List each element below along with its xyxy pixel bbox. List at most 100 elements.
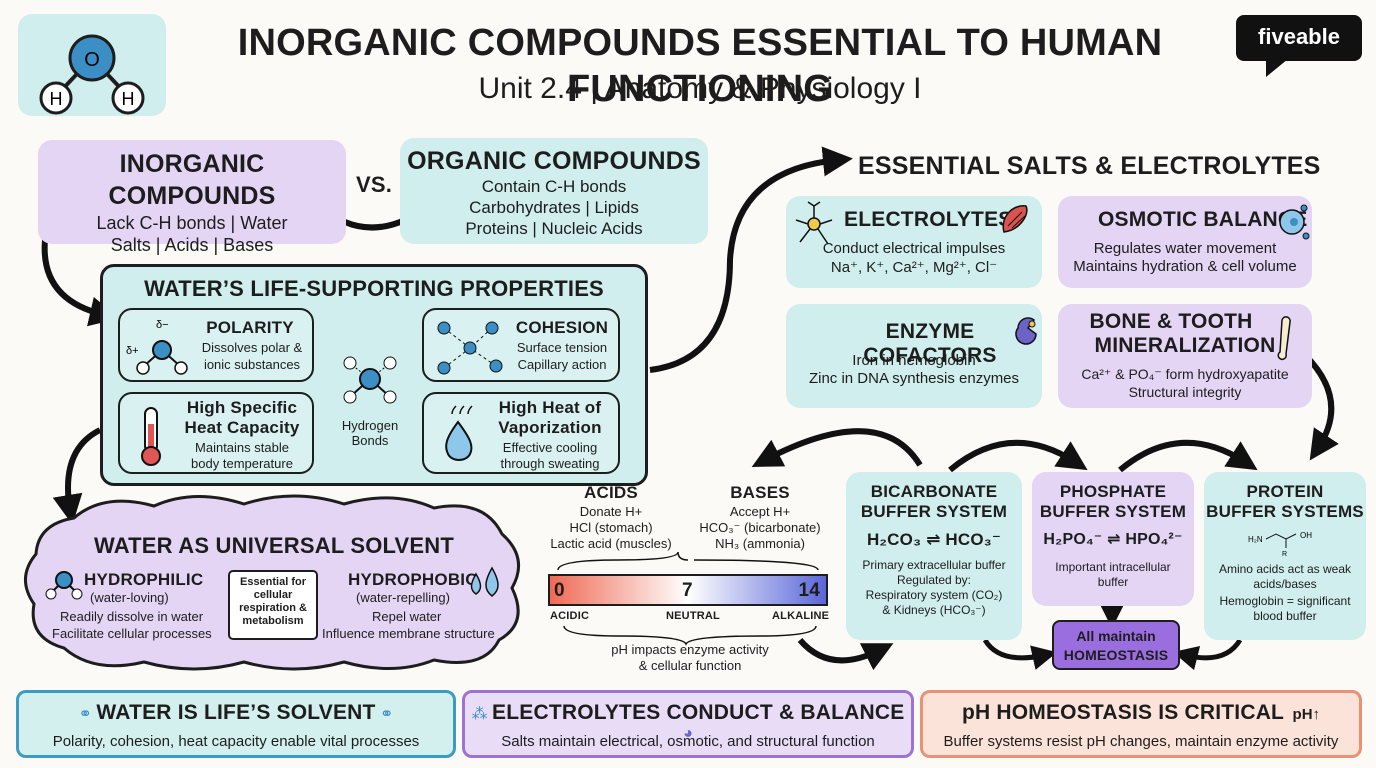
water-molecule-icon-left: ⚭ [78,706,92,723]
amino-acid-structure-icon: H₂N OH R [1248,531,1312,558]
vs-label: VS. [356,172,393,197]
osmotic-line2: Maintains hydration & cell volume [1073,258,1297,275]
delta-plus: δ+ [126,345,139,357]
footer-electrolytes-line: Salts maintain electrical, osmotic, and … [501,733,875,750]
hydrophilic-title: HYDROPHILIC [84,570,204,589]
electrolytes-line1: Conduct electrical impulses [822,240,1006,257]
r-group-label: R [1282,551,1287,558]
water-properties-title: WATER’S LIFE-SUPPORTING PROPERTIES [144,276,604,301]
hydrogen-bonds-center: Hydrogen Bonds [322,355,418,455]
bicarbonate-equation: H₂CO₃ ⇌ HCO₃⁻ [866,530,1002,549]
cohesion-molecules-icon [437,321,503,375]
ph-alkaline-label: ALKALINE [772,610,830,622]
bicarbonate-title2: BUFFER SYSTEM [860,502,1008,521]
enzyme-icon [1015,317,1037,345]
phosphate-line1: Important intracellular [1055,560,1171,574]
footer-water-card: ⚭ WATER IS LIFE’S SOLVENT ⚭ Polarity, co… [16,690,456,758]
hydrophilic-sub: (water-loving) [90,590,169,605]
osmotic-line1: Regulates water movement [1093,240,1277,257]
cohesion-title: COHESION [515,318,609,337]
inorganic-compounds-card: INORGANIC COMPOUNDS Lack C-H bonds | Wat… [38,140,346,255]
bicarbonate-line1: Primary extracellular buffer [862,558,1006,572]
homeostasis-badge: All maintain HOMEOSTASIS [1052,620,1180,670]
organic-line1: Contain C-H bonds [481,177,627,196]
osmotic-title: OSMOTIC BALANCE [1098,208,1308,231]
ph-scale-bar: 0 7 14 [548,574,828,606]
acids-line1: Donate H+ [579,504,643,519]
essential-note-box: Essential for cellular respiration & met… [228,570,318,640]
ph-acidic-label: ACIDIC [550,610,590,622]
ph-note-bracket [563,625,817,646]
protein-line4: blood buffer [1253,609,1317,623]
bases-line2: HCO₃⁻ (bicarbonate) [699,520,821,535]
bone-title1: BONE & TOOTH [1089,310,1253,333]
muscle-icon [1002,205,1028,233]
bone-title2: MINERALIZATION [1094,334,1276,357]
footer-ph-line: Buffer systems resist pH changes, mainta… [943,733,1339,750]
acids-title: ACIDS [584,483,638,502]
page-subtitle: Unit 2.4 | Anatomy & Physiology I [478,72,922,105]
cohesion-line2: Capillary action [517,357,607,372]
footer-electrolytes-card: ⁂ ELECTROLYTES CONDUCT & BALANCE ◕ Salts… [462,690,914,758]
logo-tail [1266,59,1288,77]
center-water-molecule-icon [343,356,397,404]
bicarbonate-line4: & Kidneys (HCO₃⁻) [882,603,986,617]
cofactors-title: ENZYME COFACTORS [863,320,997,367]
oxygen-label: O [84,49,100,71]
hydrophilic-line2: Facilitate cellular processes [52,626,212,641]
phosphate-line2: buffer [1097,575,1129,589]
electrolytes-card: ELECTROLYTES Conduct electrical impulses… [786,196,1042,288]
organic-line3: Proteins | Nucleic Acids [465,219,643,238]
cofactors-line1: Iron in hemoglobin [852,352,976,369]
hydrophilic-line1: Readily dissolve in water [60,609,204,624]
neuron-icon [795,201,833,245]
bases-line1: Accept H+ [729,504,791,519]
organic-title: ORGANIC COMPOUNDS [407,147,701,175]
hydrophobic-title: HYDROPHOBIC [348,570,478,589]
ph-min-value: 0 [554,580,565,601]
protein-line1: Amino acids act as weak [1218,562,1352,576]
amine-label: H₂N [1248,535,1263,544]
fiveable-logo[interactable]: fiveable [1236,15,1362,77]
protein-title2: BUFFER SYSTEMS [1206,502,1364,521]
heat-capacity-title1: High Specific [186,398,298,417]
vaporization-line2: through sweating [500,456,600,471]
polarity-title: POLARITY [206,318,294,337]
inorganic-line2: Salts | Acids | Bases [110,235,274,255]
hydrophobic-line2: Influence membrane structure [322,626,495,641]
hydrophobic-sub: (water-repelling) [356,590,450,605]
phosphate-title2: BUFFER SYSTEM [1039,502,1187,521]
ph-icon: pH [1292,706,1313,723]
bone-mineralization-card: BONE & TOOTH MINERALIZATION Ca²⁺ & PO₄⁻ … [1058,304,1312,408]
oil-drops-icon [470,566,499,597]
polarity-line2: ionic substances [203,357,301,372]
logo-text: fiveable [1258,24,1340,49]
cohesion-line1: Surface tension [516,340,608,355]
homeostasis-line1: All maintain [1076,628,1156,644]
bases-line3: NH₃ (ammonia) [715,536,805,551]
bone-icon [1277,316,1291,361]
vaporization-card: High Heat of Vaporization Effective cool… [422,392,620,474]
hydrophilic-molecule-icon [45,571,83,600]
ph-brackets [557,551,819,571]
water-molecule-icon: O H H [39,34,145,115]
electrolytes-line2: Na⁺, K⁺, Ca²⁺, Mg²⁺, Cl⁻ [830,259,998,276]
thermometer-icon [141,407,161,466]
arrow-up-icon: ↑ [1312,706,1321,723]
salts-title: ESSENTIAL SALTS & ELECTROLYTES [858,152,1321,180]
ph-note: pH impacts enzyme activity & cellular fu… [611,642,769,673]
bicarbonate-title1: BICARBONATE [870,482,998,501]
homeostasis-line2: HOMEOSTASIS [1063,647,1169,663]
footer-ph-title: pH HOMEOSTASIS IS CRITICAL [961,701,1285,724]
water-drop-steam-icon [445,405,473,461]
vaporization-title2: Vaporization [498,418,602,437]
polarity-line1: Dissolves polar & [201,340,303,355]
organic-compounds-card: ORGANIC COMPOUNDS Contain C-H bonds Carb… [400,138,708,244]
hydrogen-label-left: H [50,89,63,109]
electrolytes-title: ELECTROLYTES [844,208,1013,231]
footer-ph-card: pH HOMEOSTASIS IS CRITICAL pH↑ Buffer sy… [920,690,1362,758]
bone-line2: Structural integrity [1128,384,1242,400]
ph-neutral-label: NEUTRAL [666,610,720,622]
electrolyte-ions-icon: ⁂ [471,706,488,723]
acids-line2: HCl (stomach) [569,520,653,535]
